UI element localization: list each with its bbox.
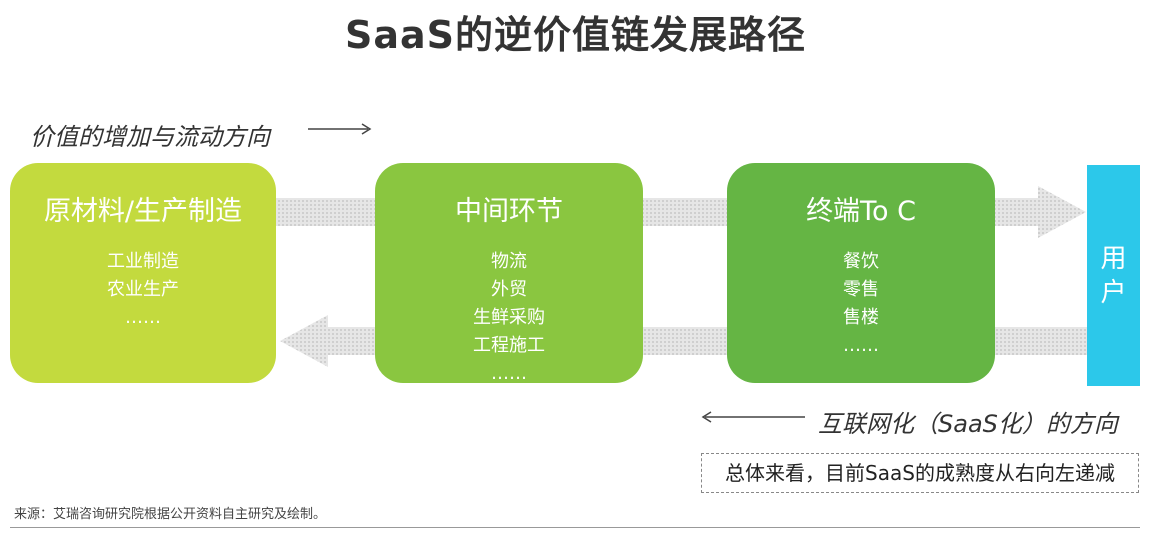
stage-raw-materials-box: 原材料/生产制造 工业制造 农业生产 ……: [10, 163, 276, 383]
stage-item: 售楼: [843, 307, 879, 328]
saas-direction-arrow-icon: [701, 411, 805, 423]
diagram-title: SaaS的逆价值链发展路径: [344, 13, 807, 57]
stage-item: 工业制造: [107, 251, 179, 272]
stage-item: ……: [843, 335, 879, 356]
user-label-line2: 户: [1100, 277, 1127, 308]
value-flow-label: 价值的增加与流动方向: [30, 123, 270, 151]
stage-item: 农业生产: [107, 279, 179, 300]
user-label-line1: 用: [1100, 243, 1127, 274]
saas-direction-label: 互联网化（SaaS化）的方向: [818, 410, 1118, 438]
maturity-note: 总体来看，目前SaaS的成熟度从右向左递减: [701, 453, 1139, 493]
stage-item: 餐饮: [843, 251, 879, 272]
stage-item: 工程施工: [473, 335, 545, 356]
stage-item: 零售: [843, 279, 879, 300]
stage-item: ……: [491, 363, 527, 384]
divider: [10, 527, 1140, 528]
stage-head: 终端To C: [806, 196, 916, 227]
stage-middle-box: 中间环节 物流 外贸 生鲜采购 工程施工 ……: [375, 163, 643, 384]
stage-item: 生鲜采购: [473, 307, 545, 328]
stage-item: 物流: [491, 251, 527, 272]
stage-item: ……: [125, 307, 161, 328]
source-note: 来源：艾瑞咨询研究院根据公开资料自主研究及绘制。: [14, 507, 327, 522]
stage-terminal-box: 终端To C 餐饮 零售 售楼 ……: [727, 163, 995, 383]
value-flow-arrow-icon: [308, 123, 372, 135]
stage-head: 原材料/生产制造: [43, 196, 243, 227]
user-box: 用 户: [1087, 165, 1140, 386]
stage-item: 外贸: [491, 279, 527, 300]
stage-head: 中间环节: [455, 196, 563, 227]
